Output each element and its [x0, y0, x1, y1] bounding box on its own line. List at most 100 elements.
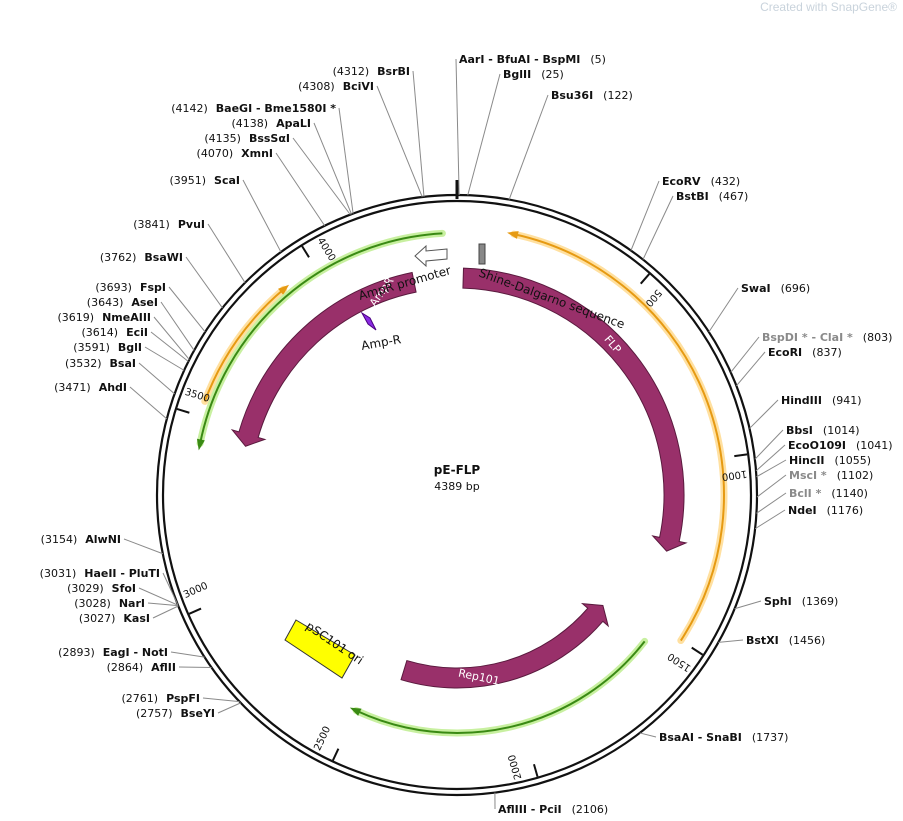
site-leader: [138, 587, 179, 606]
site-pos: (1456): [789, 634, 826, 647]
site-1055: HincII (1055): [756, 454, 872, 478]
site-3532: BsaI(3532): [65, 357, 175, 395]
amp-r-label: Amp-R: [360, 332, 402, 353]
site-leader: [292, 137, 351, 215]
site-name: SfoI: [112, 582, 136, 595]
site-name: ApaLI: [276, 117, 311, 130]
site-name: NmeAIII: [102, 311, 151, 324]
site-pos: (4308): [298, 80, 335, 93]
site-4070: XmnI(4070): [197, 147, 326, 227]
site-pos: (3154): [41, 533, 78, 546]
site-pos: (3591): [73, 341, 110, 354]
site-1014: BbsI(1014): [754, 424, 859, 460]
site-name: PspFI: [166, 692, 200, 705]
site-name: EciI: [126, 326, 148, 339]
site-pos: (2761): [122, 692, 159, 705]
site-2761: PspFI (2761): [122, 692, 240, 705]
site-leader: [162, 572, 179, 605]
site-3841: PvuI(3841): [133, 218, 246, 283]
tick-label: 2000: [507, 753, 525, 780]
site-name: SphI: [764, 595, 792, 608]
feature-arc-head: [196, 438, 205, 451]
site-3951: ScaI(3951): [169, 174, 282, 253]
site-name: BbsI: [786, 424, 813, 437]
tick-4000: [301, 245, 310, 258]
site-3029: SfoI(3029): [67, 582, 179, 606]
site-pos: (2864): [107, 661, 144, 674]
site-leader: [217, 702, 241, 714]
site-3693: FspI(3693): [95, 281, 206, 333]
site-name: SwaI: [741, 282, 771, 295]
site-name: HindIII: [781, 394, 822, 407]
site-leader: [160, 301, 195, 351]
site-pos: (3643): [87, 296, 124, 309]
site-name: BciVI: [343, 80, 374, 93]
site-122: Bsu36I(122): [508, 89, 633, 200]
cds-arrow-ampr: [230, 271, 417, 447]
site-leader: [754, 429, 784, 460]
site-name: EcoRV: [662, 175, 701, 188]
site-pos: (1369): [802, 595, 839, 608]
site-pos: (5): [590, 53, 606, 66]
site-pos: (3471): [54, 381, 91, 394]
site-name: BstXI: [746, 634, 779, 647]
site-leader: [185, 256, 223, 309]
site-name: AseI: [131, 296, 158, 309]
site-837: EcoRI(837): [736, 346, 842, 387]
site-name: BclI *: [789, 487, 822, 500]
site-467: BstBI (467): [642, 190, 749, 260]
site-pos: (3028): [74, 597, 111, 610]
site-name: BsaWI: [144, 251, 183, 264]
site-name: BaeGI - Bme1580I *: [216, 102, 336, 115]
site-pos: (3619): [58, 311, 95, 324]
site-leader: [718, 639, 744, 643]
feature-arcs: [196, 229, 728, 737]
site-name: BssSαI: [249, 132, 290, 145]
site-pos: (1140): [831, 487, 868, 500]
site-1176: NdeI(1176): [754, 504, 864, 530]
site-pos: (3841): [133, 218, 170, 231]
tick-label: 4000: [315, 236, 338, 263]
site-2893: EagI - NotI(2893): [58, 646, 205, 659]
site-pos: (2893): [58, 646, 95, 659]
site-pos: (25): [541, 68, 564, 81]
site-leader: [467, 73, 501, 196]
ampR-promoter-arrow: [414, 244, 448, 268]
site-leader: [123, 538, 163, 555]
site-leader: [754, 509, 786, 530]
site-1737: BsaAI - SnaBI(1737): [639, 731, 788, 744]
site-2106: AflIII - PciI(2106): [494, 792, 608, 816]
site-pos: (467): [719, 190, 749, 203]
restriction-sites: AarI - BfuAI - BspMI(5)BglII(25)Bsu36I(1…: [40, 53, 893, 816]
plasmid-length: 4389 bp: [434, 480, 479, 493]
site-pos: (837): [812, 346, 842, 359]
site-leader: [756, 459, 787, 478]
site-leader: [152, 605, 179, 619]
site-1140: BclI * (1140): [756, 487, 868, 514]
site-name: BseYI: [181, 707, 215, 720]
site-leader: [734, 600, 762, 610]
site-3643: AseI (3643): [87, 296, 195, 351]
shine-dalgarno-block: [478, 243, 486, 265]
site-3619: NmeAIII (3619): [58, 311, 190, 360]
site-1102: MscI *(1102): [756, 469, 873, 498]
site-leader: [730, 336, 760, 373]
site-3591: BglI(3591): [73, 341, 185, 371]
cds-arrow-flp: [462, 267, 688, 552]
site-pos: (4138): [232, 117, 269, 130]
site-pos: (1176): [827, 504, 864, 517]
site-leader: [144, 346, 185, 371]
site-name: HincII: [789, 454, 825, 467]
site-1456: BstXI (1456): [718, 634, 825, 647]
site-pos: (2757): [136, 707, 173, 720]
site-name: BsaI: [110, 357, 136, 370]
site-pos: (1055): [835, 454, 872, 467]
site-name: BsaAI - SnaBI: [659, 731, 742, 744]
site-name: BstBI: [676, 190, 709, 203]
site-leader: [313, 122, 352, 215]
site-leader: [207, 223, 246, 283]
feature-arc: [199, 232, 443, 444]
site-leader: [202, 697, 240, 703]
site-leader: [170, 651, 205, 658]
backbone-inner: [161, 199, 753, 791]
